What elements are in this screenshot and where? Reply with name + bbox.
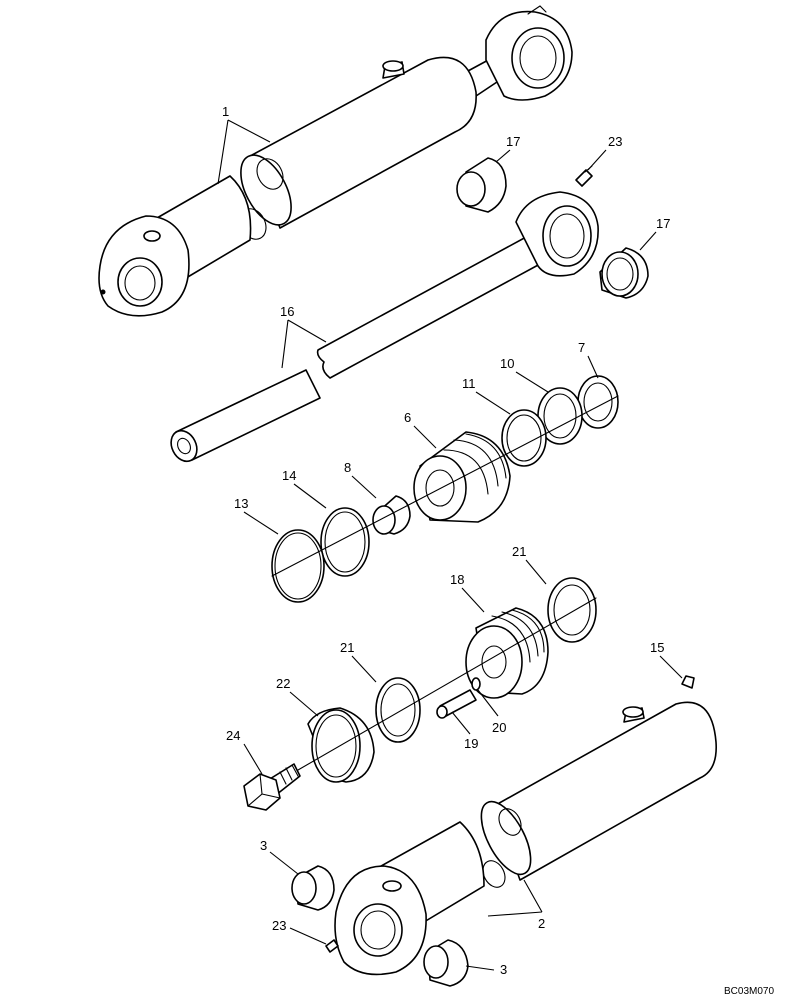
callout-10: 10 — [500, 356, 514, 371]
callout-17-a: 17 — [506, 134, 520, 149]
cylinder-barrel-top — [98, 5, 573, 317]
piston-18 — [465, 607, 549, 699]
backup-ring-14 — [320, 507, 370, 577]
bushing-8 — [372, 495, 411, 535]
callout-13: 13 — [234, 496, 248, 511]
wiper-seal-7 — [577, 375, 619, 429]
fitting-15 — [681, 675, 695, 689]
seal-10 — [537, 387, 583, 445]
callout-17-b: 17 — [656, 216, 670, 231]
grease-fitting-23-b — [325, 939, 339, 953]
callout-15: 15 — [650, 640, 664, 655]
callout-19: 19 — [464, 736, 478, 751]
bushing-3-b — [423, 939, 469, 987]
callout-20: 20 — [492, 720, 506, 735]
callout-2: 2 — [538, 916, 545, 931]
callout-21-a: 21 — [512, 544, 526, 559]
piston-rod-16 — [170, 191, 599, 463]
bushing-17-a — [456, 157, 507, 213]
centerline-lower — [297, 597, 597, 771]
callout-18: 18 — [450, 572, 464, 587]
bolt-24 — [243, 763, 301, 811]
callout-24: 24 — [226, 728, 240, 743]
callout-11: 11 — [462, 376, 476, 391]
callout-14: 14 — [282, 468, 296, 483]
callout-3-a: 3 — [260, 838, 267, 853]
leader-lines — [217, 119, 683, 971]
centerline-upper — [271, 395, 619, 577]
o-ring-13 — [271, 529, 325, 603]
seal-21-b — [375, 677, 421, 743]
seal-11 — [501, 409, 547, 467]
callout-16: 16 — [280, 304, 294, 319]
valve-19 — [436, 689, 477, 719]
drawing-code: BC03M070 — [724, 986, 774, 997]
callout-23-a: 23 — [608, 134, 622, 149]
cylinder-barrel-bottom — [334, 701, 717, 976]
callout-7: 7 — [578, 340, 585, 355]
o-ring-20 — [471, 677, 481, 691]
callout-1: 1 — [222, 104, 229, 119]
callout-23-b: 23 — [272, 918, 286, 933]
callout-22: 22 — [276, 676, 290, 691]
bushing-3-a — [291, 865, 335, 911]
callout-3-b: 3 — [500, 962, 507, 977]
callout-6: 6 — [404, 410, 411, 425]
bushing-17-b — [599, 247, 649, 299]
callout-21-b: 21 — [340, 640, 354, 655]
callout-8: 8 — [344, 460, 351, 475]
callout-labels: 1 17 23 17 16 7 10 11 6 8 14 13 21 18 21… — [222, 104, 670, 977]
seal-21-a — [547, 577, 597, 643]
